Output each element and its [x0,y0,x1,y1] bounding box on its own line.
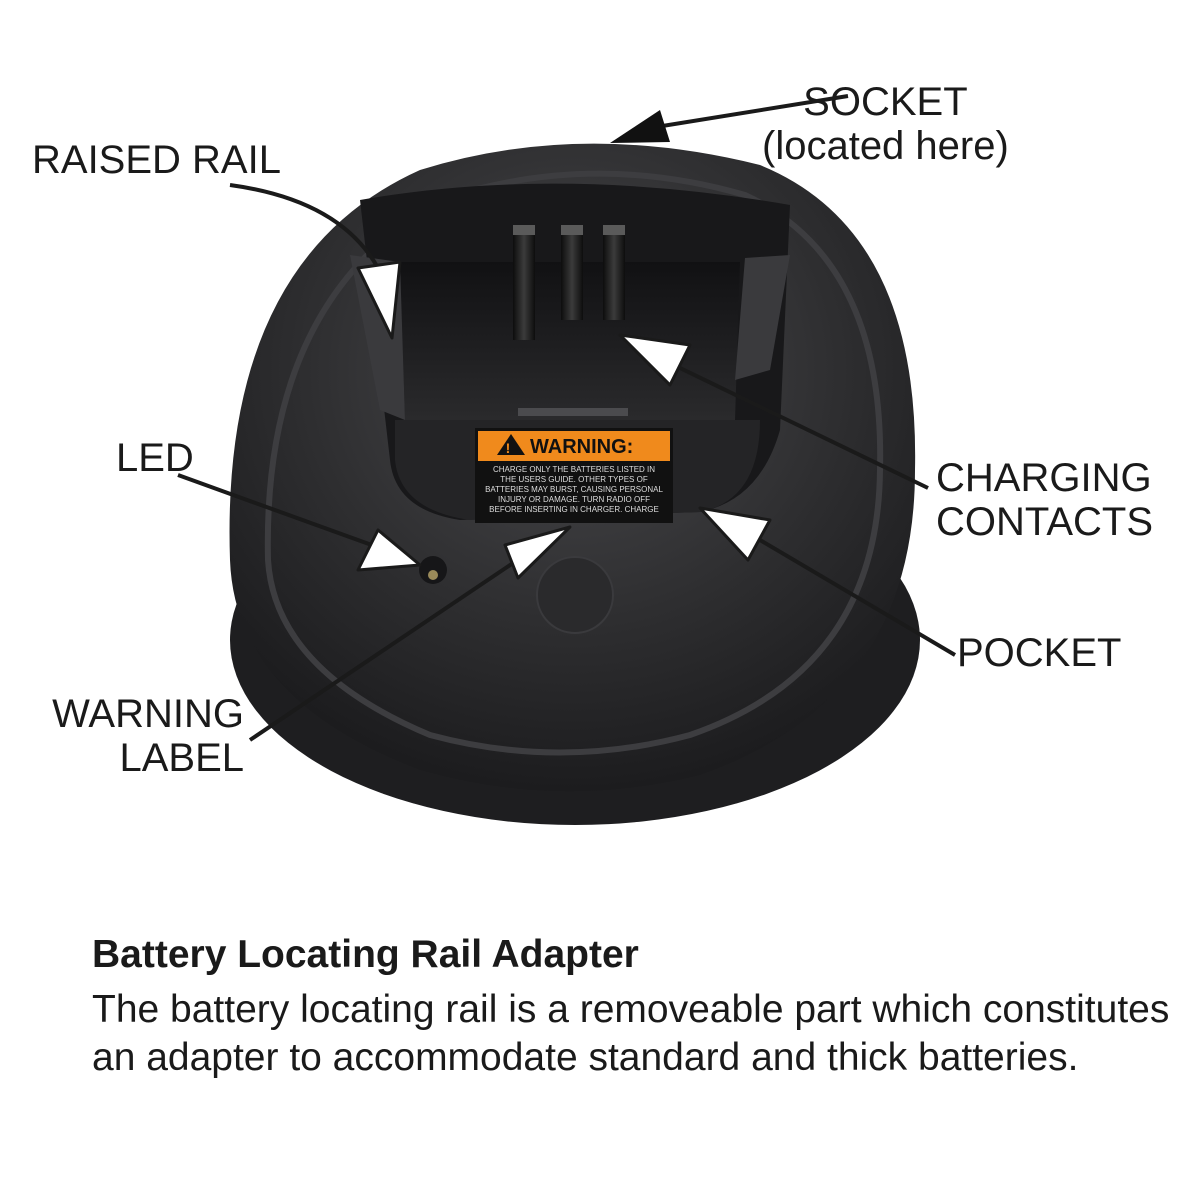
warning-sticker-line: CHARGE ONLY THE BATTERIES LISTED IN [493,465,655,474]
warning-label-label: WARNING LABEL [38,692,244,780]
socket-label-line1: SOCKET [803,80,968,124]
charging-contacts-label-line2: CONTACTS [936,500,1154,544]
warning-label-line1: WARNING [52,692,244,736]
caption-body: The battery locating rail is a removeabl… [92,988,1170,1079]
charging-contacts-label: CHARGING CONTACTS [936,456,1153,544]
charging-contacts-arrow-icon [618,333,929,490]
charging-contacts [513,225,625,340]
caption-title: Battery Locating Rail Adapter [92,933,639,976]
charger-diagram: ! WARNING: CHARGE ONLY THE BATTERIES LIS… [177,94,957,825]
led-label-text: LED [116,436,194,480]
pocket-arrow-icon [698,506,957,657]
charging-contacts-label-line1: CHARGING [936,456,1152,500]
warning-label-arrow-icon [248,525,572,742]
socket-label: SOCKET (located here) [762,80,1009,168]
warning-sticker-line: THE USERS GUIDE. OTHER TYPES OF [500,475,648,484]
logo-emboss [536,556,614,634]
warning-sticker-line: INJURY OR DAMAGE. TURN RADIO OFF [498,495,650,504]
pocket-label-text: POCKET [957,631,1122,675]
svg-text:!: ! [506,440,511,456]
pocket-slot [518,408,628,416]
socket-arrow-icon [610,94,849,143]
raised-rail-label: RAISED RAIL [32,138,281,182]
led-arrow-icon [177,473,422,572]
pocket-label: POCKET [957,631,1121,675]
raised-rail-arrow-icon [229,183,402,340]
warning-sticker-heading: WARNING: [530,436,633,458]
led-label: LED [116,436,194,480]
warning-sticker-line: BATTERIES MAY BURST, CAUSING PERSONAL [485,485,663,494]
socket-label-line2: (located here) [762,124,1009,168]
warning-label-line2: LABEL [119,736,244,780]
raised-rail-label-text: RAISED RAIL [32,138,281,182]
led-indicator [419,556,447,584]
caption: Battery Locating Rail Adapter The batter… [92,930,1172,1082]
warning-sticker: ! WARNING: CHARGE ONLY THE BATTERIES LIS… [475,428,673,523]
warning-sticker-line: BEFORE INSERTING IN CHARGER. CHARGE [489,505,659,514]
warning-triangle-icon [497,434,525,455]
